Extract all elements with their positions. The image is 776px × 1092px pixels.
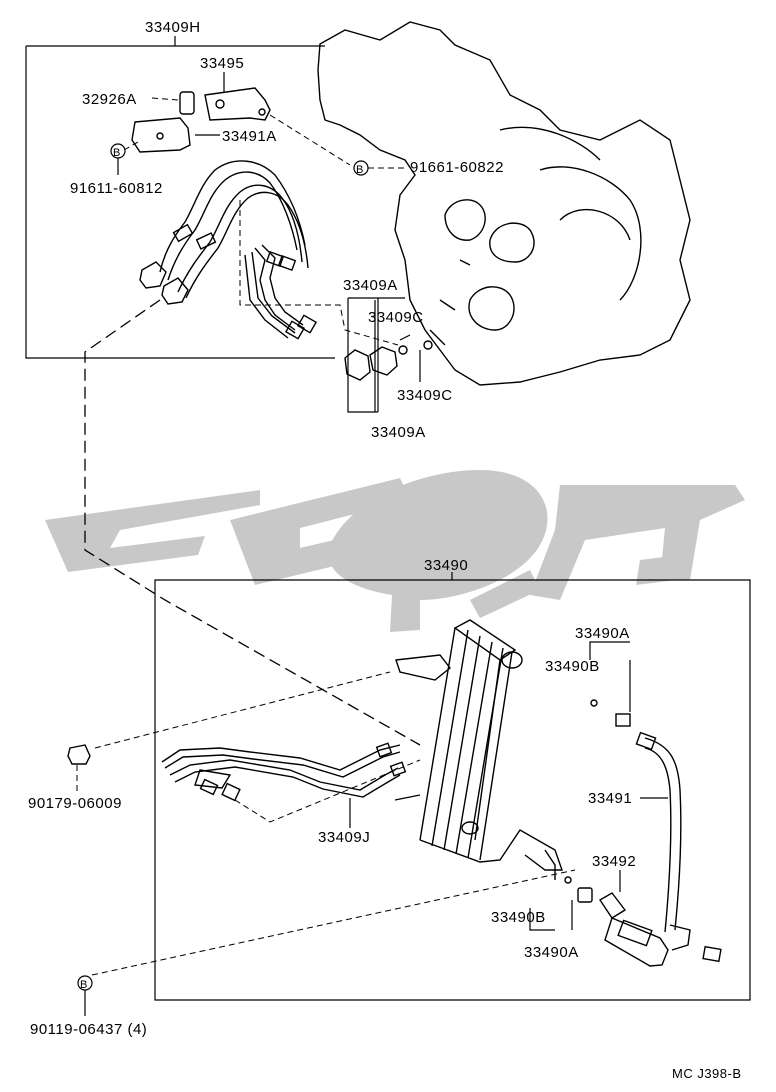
label-33495: 33495 bbox=[200, 55, 244, 72]
bushing-32926A bbox=[179, 91, 195, 115]
label-33492: 33492 bbox=[592, 853, 636, 870]
leader-lines bbox=[76, 72, 668, 1016]
label-90119-06437: 90119-06437 (4) bbox=[30, 1021, 147, 1038]
label-33490B-top: 33490B bbox=[545, 658, 600, 675]
marker-b-bottom: B bbox=[77, 975, 93, 991]
lower-assembly-frame bbox=[154, 572, 751, 1001]
label-33409A-bottom: 33409A bbox=[371, 424, 426, 441]
tube-33409J bbox=[161, 742, 407, 802]
label-33490: 33490 bbox=[424, 557, 468, 574]
marker-b-left: B bbox=[110, 143, 126, 159]
label-90179-06009: 90179-06009 bbox=[28, 795, 122, 812]
label-33409C-top: 33409C bbox=[368, 309, 424, 326]
hose-33491 bbox=[590, 699, 682, 933]
svg-text:B: B bbox=[80, 979, 88, 991]
label-33490A-bottom: 33490A bbox=[524, 944, 579, 961]
label-33409C-bottom: 33409C bbox=[397, 387, 453, 404]
clamp-33492 bbox=[564, 876, 722, 967]
bracket-33491A bbox=[131, 117, 191, 153]
label-33409J: 33409J bbox=[318, 829, 370, 846]
oil-cooler-tube-upper bbox=[139, 160, 318, 340]
label-32926A: 32926A bbox=[82, 91, 137, 108]
label-91661-60822: 91661-60822 bbox=[410, 159, 504, 176]
part-labels: 33409H 33495 32926A 33491A B 91611-60812… bbox=[28, 19, 742, 1081]
watermark-logo bbox=[45, 470, 745, 632]
upper-assembly-frame bbox=[25, 36, 335, 359]
label-91611-60812: 91611-60812 bbox=[70, 180, 163, 197]
footer-code: MC J398-B bbox=[672, 1066, 742, 1081]
grommet-90179 bbox=[67, 744, 91, 765]
svg-text:B: B bbox=[356, 164, 364, 176]
label-33490A-top: 33490A bbox=[575, 625, 630, 642]
oil-cooler-33490 bbox=[394, 619, 563, 880]
union-33409A bbox=[344, 340, 433, 381]
marker-b-right: B bbox=[353, 160, 369, 176]
transmission-housing bbox=[317, 21, 691, 386]
bracket-33495 bbox=[204, 87, 271, 121]
label-33490B-bottom: 33490B bbox=[491, 909, 546, 926]
label-33491A: 33491A bbox=[222, 128, 277, 145]
label-33409A-top: 33409A bbox=[343, 277, 398, 294]
label-33409H: 33409H bbox=[145, 19, 201, 36]
label-33491: 33491 bbox=[588, 790, 632, 807]
svg-text:B: B bbox=[113, 147, 121, 159]
